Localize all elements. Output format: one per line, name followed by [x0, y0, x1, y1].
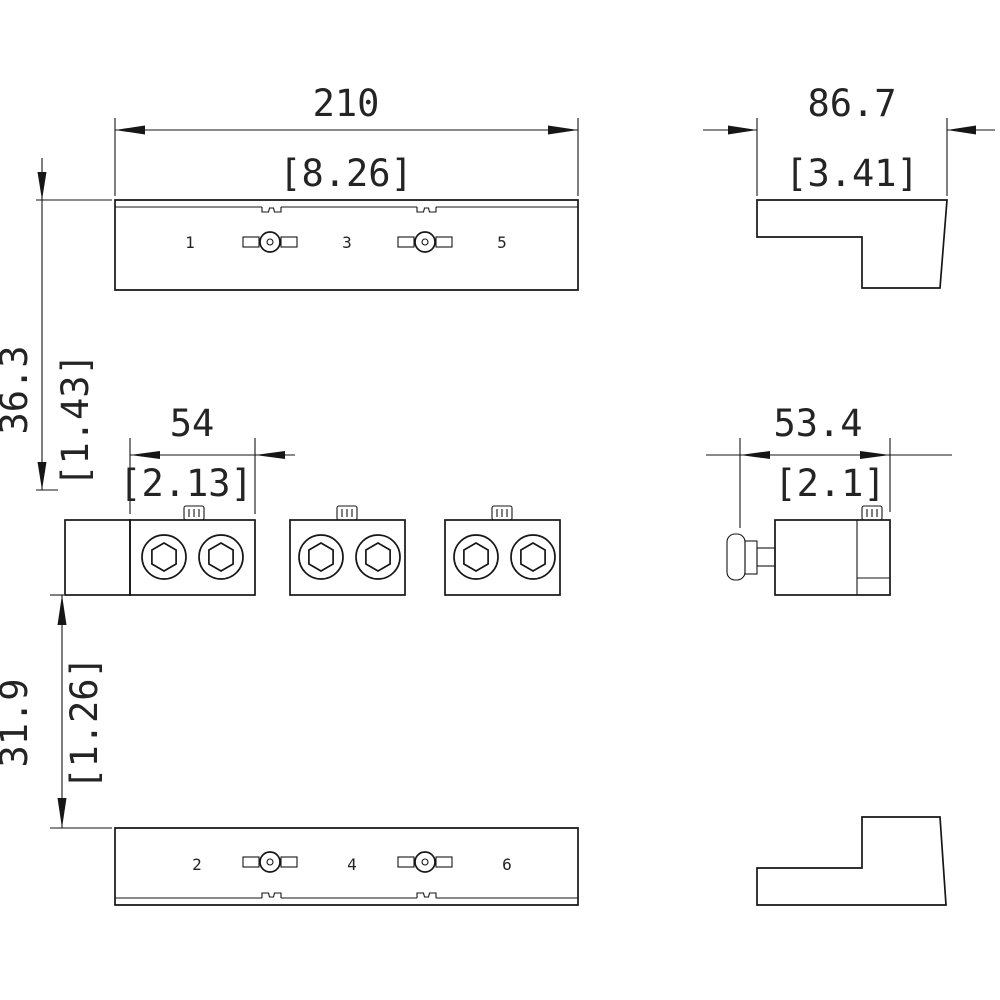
right-profile-outline [756, 199, 948, 289]
right-profile-view [756, 199, 948, 289]
body-height-mm: 36.3 [0, 345, 36, 434]
side-view-body [774, 519, 891, 596]
mounting-lug [261, 207, 282, 213]
terminal-label: 6 [502, 855, 512, 874]
terminal-block [444, 519, 561, 596]
arrowhead [37, 462, 47, 490]
top-view: 1 3 5 [114, 199, 579, 291]
overall-width-inch: [8.26] [279, 152, 413, 195]
terminal-block [289, 519, 406, 596]
terminal-clamp-symbol [397, 231, 453, 253]
dim-block-width: 54 [2.13] [119, 402, 295, 514]
side-block-width-inch: [2.1] [774, 462, 885, 505]
clamp-screw-top [336, 505, 358, 521]
side-clamp-screw [726, 533, 776, 581]
bottom-right-profile-outline [756, 816, 947, 906]
side-block-width-mm: 53.4 [773, 402, 862, 445]
hex-socket-screw [355, 534, 401, 580]
mounting-lug [261, 892, 282, 898]
dim-body-height: 36.3 [1.43] [0, 158, 112, 491]
side-view [726, 505, 891, 596]
mounting-lug [416, 892, 437, 898]
bottom-right-profile-view [756, 816, 947, 906]
terminal-label: 3 [342, 233, 352, 252]
terminal-label: 4 [347, 855, 357, 874]
body-height-inch: [1.43] [54, 353, 97, 487]
arrowhead [255, 451, 285, 459]
hex-socket-screw [298, 534, 344, 580]
terminal-block [129, 519, 256, 596]
lower-height-inch: [1.26] [63, 656, 106, 790]
dim-overall-width: 210 [8.26] [114, 82, 579, 196]
arrowhead [57, 798, 67, 828]
terminal-label: 2 [192, 855, 202, 874]
top-view-outline [114, 199, 579, 291]
arrowhead [860, 451, 890, 459]
mounting-lug [416, 207, 437, 213]
side-depth-inch: [3.41] [785, 152, 919, 195]
terminal-label: 5 [497, 233, 507, 252]
hex-socket-screw [141, 534, 187, 580]
terminal-clamp-symbol [242, 851, 298, 873]
block-width-inch: [2.13] [119, 462, 253, 505]
arrowhead [947, 125, 976, 135]
terminal-clamp-symbol [242, 231, 298, 253]
arrowhead [728, 125, 757, 135]
hex-socket-screw [453, 534, 499, 580]
dim-side-block-width: 53.4 [2.1] [706, 402, 952, 528]
hex-socket-screw [198, 534, 244, 580]
hex-socket-screw [510, 534, 556, 580]
dim-side-depth: 86.7 [3.41] [703, 82, 995, 196]
dim-lower-height: 31.9 [1.26] [0, 594, 112, 829]
arrowhead [115, 125, 145, 135]
arrowhead [57, 595, 67, 625]
bottom-view: 2 4 6 [114, 827, 579, 906]
lower-height-mm: 31.9 [0, 678, 36, 767]
front-view-blocks [64, 505, 561, 596]
arrowhead [548, 125, 578, 135]
bottom-view-outline [114, 827, 579, 906]
arrowhead [37, 172, 47, 200]
clamp-screw-top [861, 505, 883, 521]
side-depth-mm: 86.7 [807, 82, 896, 125]
clamp-screw-top [491, 505, 513, 521]
block-width-mm: 54 [170, 402, 215, 445]
arrowhead [740, 451, 770, 459]
terminal-label: 1 [185, 233, 195, 252]
block-side-tab [64, 519, 131, 596]
arrowhead [130, 451, 160, 459]
clamp-screw-top [183, 505, 205, 521]
overall-width-mm: 210 [313, 82, 380, 125]
terminal-clamp-symbol [397, 851, 453, 873]
